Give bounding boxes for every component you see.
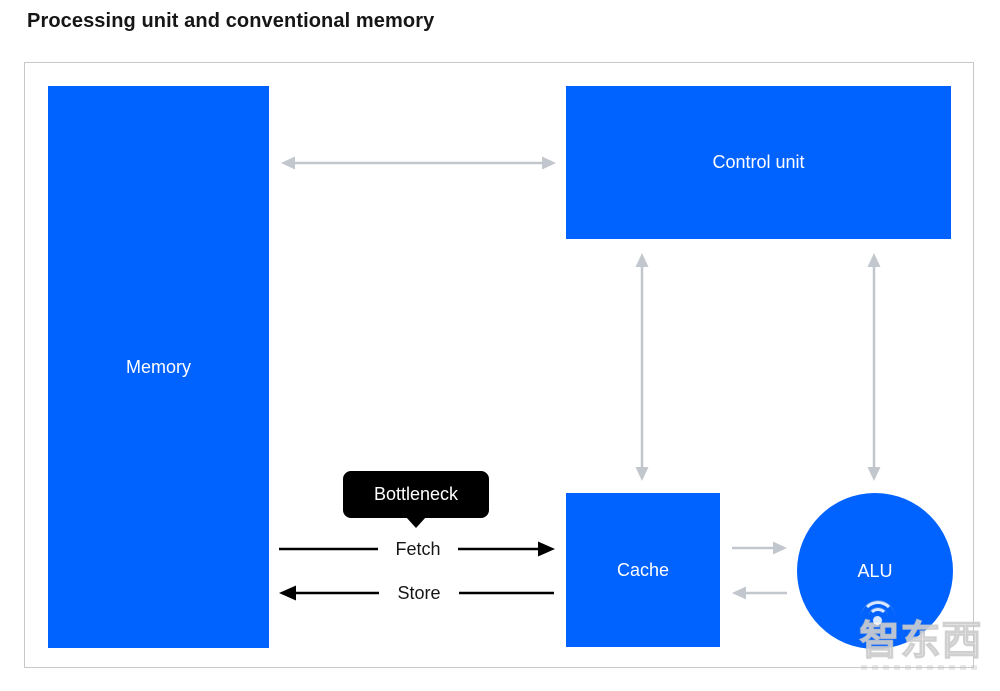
control-alu-arrow xyxy=(867,253,881,481)
cache-label: Cache xyxy=(616,559,670,580)
control-cache-arrow xyxy=(635,253,649,481)
bottleneck-label: Bottleneck xyxy=(373,484,459,504)
diagram-panel: Memory Control unit Cache ALU xyxy=(24,62,982,670)
bottleneck-tooltip: Bottleneck xyxy=(343,471,489,528)
fetch-label: Fetch xyxy=(378,537,458,561)
memory-control-arrow xyxy=(281,156,556,170)
fetch-arrow xyxy=(279,541,555,557)
alu-to-cache-arrow xyxy=(732,586,787,600)
cache-box: Cache xyxy=(566,493,720,647)
tooltip-pointer-icon xyxy=(406,517,426,528)
page-title: Processing unit and conventional memory xyxy=(27,10,435,32)
store-label: Store xyxy=(379,581,459,605)
memory-label: Memory xyxy=(125,356,191,377)
control-unit-label: Control unit xyxy=(712,152,805,172)
wifi-icon xyxy=(861,601,895,631)
arrows-layer xyxy=(279,156,881,601)
store-arrow xyxy=(279,585,554,601)
memory-box: Memory xyxy=(48,86,269,648)
watermark: 智东西 xyxy=(851,601,991,670)
alu-label: ALU xyxy=(857,560,893,581)
cache-to-alu-arrow xyxy=(732,541,787,555)
watermark-subtext-strip xyxy=(861,665,981,670)
control-unit-box: Control unit xyxy=(566,86,951,239)
